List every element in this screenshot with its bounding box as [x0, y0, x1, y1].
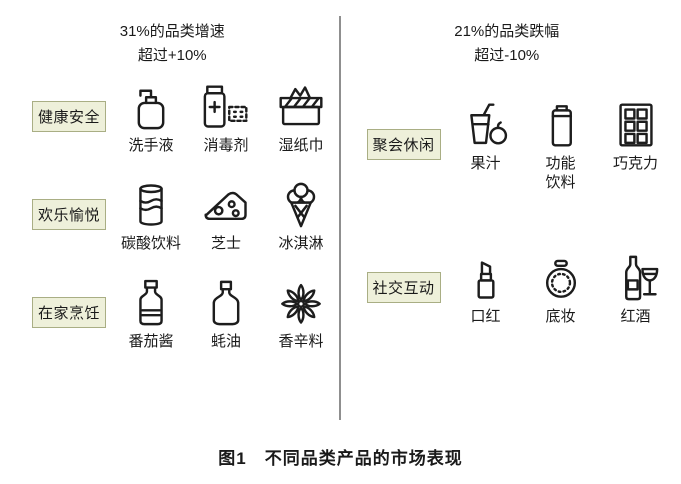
- group-label: 在家烹饪: [32, 296, 107, 328]
- vertical-divider: [338, 16, 341, 420]
- item-label: 消毒剂: [203, 137, 249, 154]
- group-joy: 欢乐愉悦 碳酸饮料: [32, 176, 337, 254]
- list-item: 香辛料: [268, 274, 334, 352]
- list-item: 巧克力: [603, 96, 669, 193]
- item-label: 蚝油: [211, 332, 242, 350]
- group-label: 健康安全: [32, 101, 107, 133]
- ketchup-icon: [125, 274, 177, 330]
- list-item: 消毒剂: [193, 78, 259, 156]
- list-item: 湿纸巾: [268, 78, 334, 156]
- group-label: 聚会休闲: [366, 128, 441, 160]
- items: 碳酸饮料 芝士: [118, 176, 334, 254]
- figure-caption: 图1 不同品类产品的市场表现: [218, 449, 463, 468]
- ice-cream-icon: [275, 176, 327, 232]
- item-label: 湿纸巾: [278, 137, 324, 154]
- item-label: 洗手液: [128, 137, 174, 154]
- energy-drink-icon: [535, 96, 587, 152]
- item-label: 果汁: [470, 155, 501, 172]
- juice-icon: [460, 96, 512, 152]
- oyster-sauce-icon: [200, 274, 252, 330]
- list-item: 功能 饮料: [528, 96, 594, 193]
- item-label: 冰淇淋: [278, 234, 324, 252]
- group-party-leisure: 聚会休闲 果汁: [366, 96, 672, 193]
- item-label: 碳酸饮料: [121, 234, 182, 252]
- item-label: 口红: [470, 307, 501, 325]
- list-item: 碳酸饮料: [118, 176, 184, 254]
- panel-decline: 21%的品类跌幅 超过-10% 聚会休闲: [343, 14, 672, 426]
- item-label: 底妆: [545, 307, 576, 325]
- items: 番茄酱 蚝油: [118, 274, 334, 352]
- growth-header: 31%的品类增速 超过+10%: [119, 23, 225, 64]
- list-item: 红酒: [603, 249, 669, 327]
- item-label: 巧克力: [613, 155, 659, 172]
- list-item: 冰淇淋: [268, 176, 334, 254]
- panel-growth: 31%的品类增速 超过+10% 健康安全 洗手液: [10, 14, 337, 426]
- item-label: 红酒: [620, 307, 651, 325]
- lipstick-icon: [460, 249, 512, 305]
- item-label: 番茄酱: [128, 332, 174, 350]
- list-item: 蚝油: [193, 274, 259, 352]
- decline-header: 21%的品类跌幅 超过-10%: [454, 23, 560, 64]
- list-item: 口红: [453, 249, 519, 327]
- group-health-safety: 健康安全 洗手液: [32, 78, 337, 156]
- hand-sanitizer-icon: [125, 78, 177, 134]
- chocolate-icon: [610, 96, 662, 152]
- list-item: 芝士: [193, 176, 259, 254]
- list-item: 洗手液: [118, 78, 184, 156]
- list-item: 番茄酱: [118, 274, 184, 352]
- item-label: 功能 饮料: [545, 155, 576, 191]
- group-label: 社交互动: [366, 271, 441, 303]
- panels: 31%的品类增速 超过+10% 健康安全 洗手液: [10, 14, 671, 426]
- item-label: 芝士: [211, 234, 242, 252]
- makeup-compact-icon: [535, 249, 587, 305]
- wet-wipes-icon: [275, 78, 327, 134]
- red-wine-icon: [610, 249, 662, 305]
- list-item: 底妆: [528, 249, 594, 327]
- list-item: 果汁: [453, 96, 519, 193]
- item-label: 香辛料: [278, 332, 324, 350]
- disinfectant-icon: [200, 78, 252, 134]
- group-label: 欢乐愉悦: [32, 199, 107, 231]
- group-home-cooking: 在家烹饪 番茄酱: [32, 274, 337, 352]
- items: 洗手液 消毒剂: [118, 78, 334, 156]
- group-social-interaction: 社交互动 口红: [366, 249, 672, 327]
- cheese-icon: [200, 176, 252, 232]
- items: 果汁 功能 饮料: [453, 96, 669, 193]
- items: 口红 底妆: [453, 249, 669, 327]
- soda-can-icon: [125, 176, 177, 232]
- star-anise-icon: [275, 274, 327, 330]
